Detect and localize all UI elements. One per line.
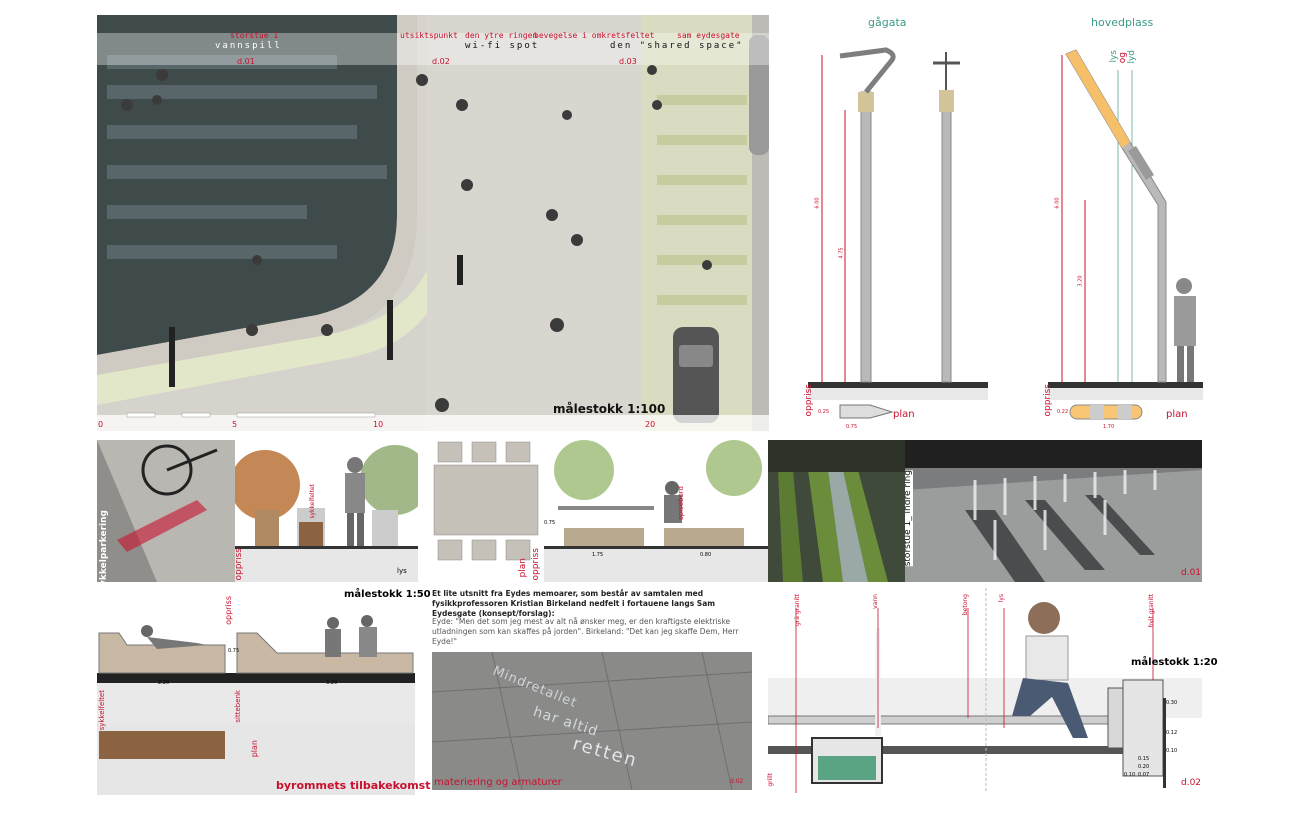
fountain-section [768,588,1202,793]
bench-oppriss: oppriss [235,548,244,581]
bench-lys: lys [397,567,407,575]
lamp-label-lyd: lyd [1127,50,1137,64]
section-dim-2: 0.12 [1166,730,1178,736]
table-plan: plan oppriss [432,440,544,582]
table-elevation: spisebord 1.75 0.80 0.75 [544,440,768,582]
lamp-left-dim-2: 4.75 [838,247,845,259]
fountain-code: d.01 [1181,568,1202,578]
section-label-lys: lys [998,594,1005,603]
lamp-right-plan-dim-2: 1.70 [1103,424,1115,430]
section-label-grillt: grillt [767,773,774,787]
stone-caption: materiering og armaturer [434,777,562,788]
quote-heading: Et lite utsnitt fra Eydes memoarer, som … [432,589,716,618]
lamp-elevations [808,47,1203,420]
table-oppriss-label: oppriss [531,548,541,581]
site-plan: storstue 1 utsiktspunkt den ytre ringen … [97,15,769,431]
lounge-dim-075: 0.75 [228,648,240,654]
lounge-bench-drawing [97,615,415,795]
section-dim-4: 0.15 [1138,756,1150,762]
section-dim-1: 0.30 [1166,700,1178,706]
bench-elevation: sykkelfeltet oppriss lys [235,440,418,582]
lamp-title-hovedplass: hovedplass [1091,16,1154,29]
lamp-right-dim-1: 6.00 [1054,197,1061,209]
scalebar-10: 10 [373,420,384,429]
plan-label-storstue: storstue 1 [230,31,279,40]
plan-label-wifi: wi-fi spot [465,41,540,51]
plan-label-vannspill: vannspill [215,41,282,51]
plan-label-shared-space: den "shared space" [610,41,744,51]
scalebar-5: 5 [232,420,238,429]
section-dim-3: 0.10 [1166,748,1178,754]
bench-label-sykkelfeltet: sykkelfeltet [309,484,316,519]
plan-code-d02: d.02 [432,57,450,66]
section-dim-5: 0.20 [1138,764,1150,770]
lamp-left-oppriss: oppriss [804,384,814,417]
plan-code-d03: d.03 [619,57,637,66]
quote-body: Eyde: "Men det som jeg mest av alt nå øn… [432,617,739,646]
plan-label-ytre-ringen: den ytre ringen [465,31,538,40]
table-dim-080: 0.80 [700,552,712,558]
section-dim-7: 0.07 [1138,772,1150,778]
stone-photo: Mindretallet har altid retten materierin… [432,652,752,790]
table-label-spisebord: spisebord [677,486,685,520]
bike-photo: sykkelparkering [97,440,235,582]
section-dim-6: 0.10 [1124,772,1136,778]
lamp-left-plan-dim-2: 0.75 [846,424,858,430]
bike-label: sykkelparkering [99,510,109,582]
lounge-dim-220: 2.20 [158,680,170,686]
lamp-right-plan: plan [1166,409,1188,420]
lounge-footer: byrommets tilbakekomst [276,779,431,792]
fountain-photo: storstue 1_ indre ring d.01 [905,440,1202,582]
lamp-left-plan: plan [893,409,915,420]
channel-photo [768,440,905,582]
lamp-title-gagata: gågata [868,16,907,29]
lounge-label-sittebenk: sittebenk [234,690,242,723]
lamp-right-oppriss: oppriss [1043,384,1053,417]
site-plan-drawing [97,15,769,431]
lamp-right-dim-2: 3.20 [1077,275,1084,287]
stone-code: d.02 [730,778,744,785]
plan-scale: målestokk 1:100 [553,402,666,416]
table-plan-label: plan [518,558,528,578]
section-scale: målestokk 1:20 [1131,657,1218,668]
plan-label-bevegelse: bevegelse i omkretsfeltet [534,31,655,40]
fountain-label: storstue 1_ indre ring [905,470,913,567]
scalebar-20: 20 [645,420,656,429]
lounge-plan: plan [250,740,259,758]
table-dim-175: 1.75 [592,552,604,558]
plan-code-d01: d.01 [237,57,255,66]
lounge-scale: målestokk 1:50 [344,589,431,600]
plan-label-sam-eydesgate: sam eydesgate [677,31,740,40]
lounge-dim-320: 3.20 [326,680,338,686]
lamp-right-plan-dim-1: 0.22 [1057,409,1069,415]
lamp-left-dim-1: 6.00 [814,197,821,209]
plan-label-utsiktspunkt: utsiktspunkt [400,31,458,40]
lounge-label-sykkelfeltet: sykkelfeltet [98,690,106,731]
section-label-betong: betong [962,594,969,616]
scalebar-0: 0 [98,420,104,429]
lamp-left-plan-dim-1: 0.25 [818,409,830,415]
section-label-hvit-granitt: hvit granitt [1148,594,1155,628]
section-code: d.02 [1181,778,1202,788]
section-label-gra-granitt: grå granitt [794,594,801,626]
section-label-vann: vann [872,594,879,609]
table-dim-075: 0.75 [544,520,556,526]
